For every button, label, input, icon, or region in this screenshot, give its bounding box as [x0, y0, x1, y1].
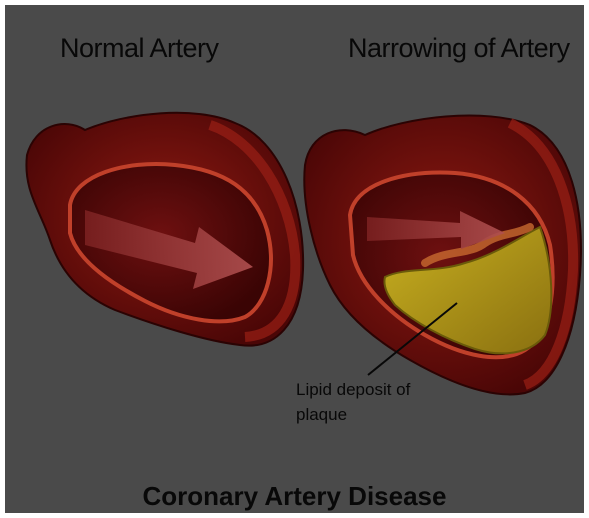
normal-artery [26, 113, 303, 346]
lipid-deposit-annotation: Lipid deposit of plaque [296, 377, 456, 427]
normal-artery-heading: Normal Artery [60, 33, 219, 64]
diagram-caption: Coronary Artery Disease [5, 481, 584, 512]
artery-illustration [5, 5, 584, 513]
narrowing-artery-heading: Narrowing of Artery [348, 33, 570, 64]
diagram-canvas: Normal Artery Narrowing of Artery Lipid … [5, 5, 584, 513]
narrowed-artery [304, 116, 581, 395]
